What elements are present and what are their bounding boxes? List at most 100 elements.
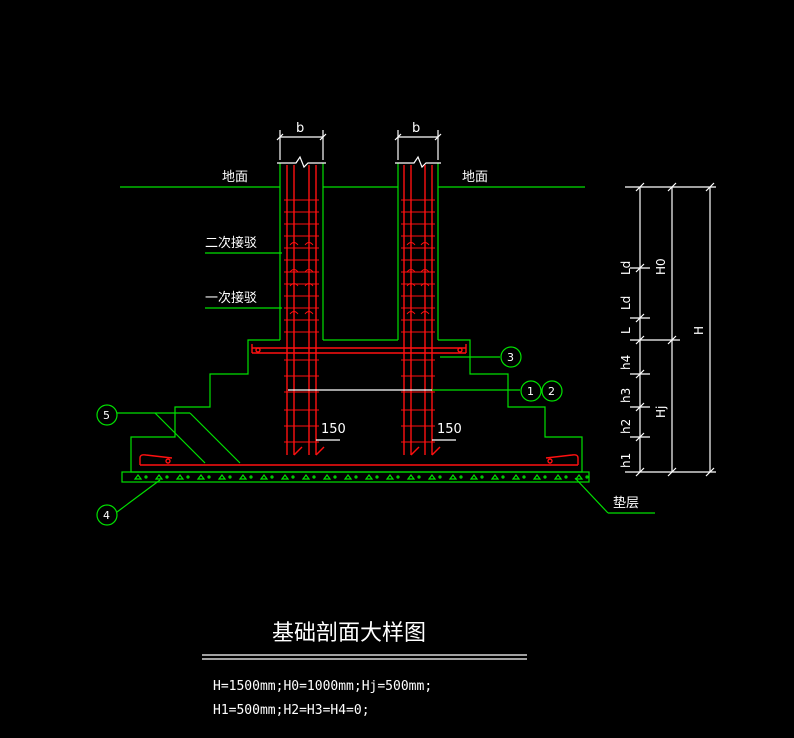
rebar-left-column: [286, 165, 325, 456]
cushion-hatch-mark: [196, 474, 206, 480]
dim-H: H: [692, 326, 706, 335]
cushion-hatch-dot: [585, 475, 589, 479]
cushion-hatch-mark: [280, 474, 290, 480]
callout-3: [440, 346, 522, 368]
cushion-hatch-mark: [154, 474, 164, 480]
cushion-hatch-dot: [249, 475, 253, 479]
cushion-hatch-mark: [406, 474, 416, 480]
cushion-hatch-mark: [574, 474, 584, 480]
cushion-hatch-dot: [228, 475, 232, 479]
cushion-hatch-mark: [238, 474, 248, 480]
callout-2-number: 2: [548, 385, 555, 398]
drawing-title: 基础剖面大样图: [272, 621, 426, 646]
stirrup-hook: [289, 283, 314, 287]
stirrups-left-column: [284, 199, 319, 443]
cushion-hatch-mark: [553, 474, 563, 480]
cushion-label: 垫层: [613, 495, 639, 511]
dim-Hj: Hj: [654, 406, 668, 418]
callout-5-number: 5: [103, 409, 110, 422]
footing-outline: [130, 339, 583, 473]
cushion-hatch-dot: [333, 475, 337, 479]
cushion-hatch-mark: [343, 474, 353, 480]
dim-chain-levels: [625, 182, 716, 477]
cushion-hatch-mark: [133, 474, 143, 480]
cushion-hatch-mark: [385, 474, 395, 480]
stirrup-hook: [406, 283, 430, 287]
cushion-hatch-dot: [564, 475, 568, 479]
column-right: [395, 155, 441, 340]
note-line-1: H=1500mm;H0=1000mm;Hj=500mm;: [213, 679, 432, 694]
column-left: [277, 155, 326, 340]
cushion-hatch-mark: [217, 474, 227, 480]
callout-5: [96, 404, 241, 464]
cushion-hatch-mark: [259, 474, 269, 480]
dim-b-left: [276, 130, 327, 160]
cushion-hatch-dot: [312, 475, 316, 479]
stirrup-hook: [289, 311, 314, 315]
callout-4-number: 4: [103, 509, 110, 522]
stirrup-hook: [406, 242, 430, 246]
dim-b-left-label: b: [296, 121, 304, 136]
dim-b-right-label: b: [412, 121, 420, 136]
stirrup-hook: [289, 242, 314, 246]
dim-Ld-mid: Ld: [619, 296, 633, 310]
stirrups-right-column: [401, 199, 435, 443]
callout-1-number: 1: [527, 385, 534, 398]
cushion-hatch-dot: [396, 475, 400, 479]
callout-1-2: [288, 380, 563, 402]
first-splice-label: 一次接驳: [205, 290, 257, 306]
cushion-hatch-dot: [459, 475, 463, 479]
cushion-layer: [121, 471, 590, 483]
ground-label-right: 地面: [462, 170, 488, 185]
cushion-hatch: [133, 474, 589, 480]
dim-h1: h1: [619, 453, 633, 468]
cushion-hatch-mark: [175, 474, 185, 480]
cushion-hatch-dot: [417, 475, 421, 479]
rebar-right-column: [403, 165, 441, 456]
ground-label-left: 地面: [222, 170, 248, 185]
cushion-hatch-mark: [427, 474, 437, 480]
dim-h2: h2: [619, 419, 633, 434]
footing-top-rebar: [251, 344, 467, 354]
cushion-hatch-dot: [144, 475, 148, 479]
cushion-hatch-dot: [270, 475, 274, 479]
cushion-hatch-mark: [511, 474, 521, 480]
dim-H0: H0: [654, 258, 668, 275]
cushion-hatch-dot: [438, 475, 442, 479]
cushion-hatch-mark: [364, 474, 374, 480]
dim-h4: h4: [619, 355, 633, 370]
cushion-hatch-mark: [490, 474, 500, 480]
stirrup-hook: [289, 269, 314, 273]
dim-Ld-top: Ld: [619, 261, 633, 275]
cushion-hatch-mark: [448, 474, 458, 480]
second-splice-label: 二次接驳: [205, 235, 257, 251]
footing-bottom-rebar: [139, 454, 579, 466]
callout-3-number: 3: [507, 351, 514, 364]
cushion-hatch-dot: [207, 475, 211, 479]
stirrup-hook: [406, 269, 430, 273]
cushion-hatch-dot: [354, 475, 358, 479]
cushion-hatch-mark: [322, 474, 332, 480]
cushion-leader: [574, 477, 655, 514]
cushion-hatch-dot: [501, 475, 505, 479]
cushion-hatch-dot: [291, 475, 295, 479]
cushion-hatch-dot: [543, 475, 547, 479]
stirrup-hook: [406, 311, 430, 315]
cushion-hatch-dot: [522, 475, 526, 479]
dim-150-right: 150: [437, 422, 462, 437]
cushion-hatch-dot: [375, 475, 379, 479]
cushion-hatch-dot: [480, 475, 484, 479]
dim-L: L: [619, 327, 633, 334]
dim-b-right: [394, 130, 442, 160]
cushion-hatch-dot: [186, 475, 190, 479]
cushion-hatch-mark: [469, 474, 479, 480]
cushion-hatch-dot: [165, 475, 169, 479]
cushion-hatch-mark: [532, 474, 542, 480]
dim-150-left: 150: [321, 422, 346, 437]
callout-4: [96, 479, 161, 526]
cushion-hatch-mark: [301, 474, 311, 480]
dim-h3: h3: [619, 388, 633, 403]
note-line-2: H1=500mm;H2=H3=H4=0;: [213, 703, 370, 718]
